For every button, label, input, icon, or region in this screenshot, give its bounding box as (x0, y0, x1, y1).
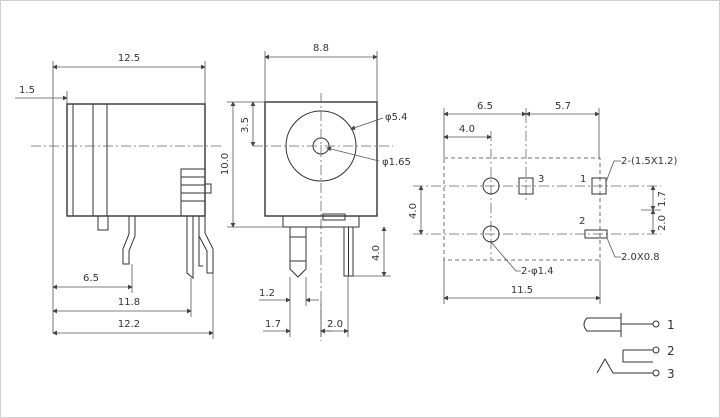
dim-top-width: 8.8 (313, 43, 329, 54)
side-pin-2 (186, 216, 194, 280)
dim-pin-pos: 6.5 (83, 273, 99, 284)
dim-pcb-d: 4.0 (408, 203, 419, 219)
dim-pin-len: 4.0 (371, 245, 382, 261)
pcb-slot-2-label: 2 (579, 216, 585, 227)
side-body (66, 103, 206, 217)
side-view: 12.5 1.5 6.5 11.8 12.2 (15, 53, 221, 339)
dim-pcb-a: 6.5 (477, 101, 493, 112)
dim-hole-outer: φ5.4 (385, 112, 408, 123)
dim-pcb-b: 5.7 (555, 101, 571, 112)
side-pin-3 (198, 216, 214, 274)
pcb-slot-2 (584, 229, 608, 239)
pcb-hole-top (482, 177, 500, 195)
dim-pin-pitch-b: 2.0 (327, 319, 343, 330)
dim-width-total: 12.5 (118, 53, 140, 64)
pcb-pad-1-label: 1 (580, 174, 586, 185)
dim-body-len: 11.8 (118, 297, 140, 308)
note-hole-size: 2-φ1.4 (521, 266, 553, 277)
dim-left-offset: 1.5 (19, 85, 35, 96)
legend-label-2: 2 (667, 344, 675, 358)
dim-overall: 12.2 (118, 319, 140, 330)
dim-top-offset: 3.5 (240, 117, 251, 133)
front-view: 8.8 10.0 3.5 φ5.4 φ1.65 4.0 1.2 1.7 2. (220, 43, 411, 341)
dim-height: 10.0 (220, 153, 231, 175)
side-flange (92, 103, 108, 217)
dim-hole-inner: φ1.65 (382, 157, 411, 168)
dim-pcb-total: 11.5 (511, 285, 533, 296)
legend-terminal-1 (652, 320, 660, 328)
side-bent-pin (122, 216, 136, 265)
legend-label-3: 3 (667, 367, 675, 381)
pcb-pad-3 (518, 177, 534, 195)
side-pin-stub (97, 215, 109, 231)
note-slot-size: 2.0X0.8 (621, 252, 660, 263)
legend-terminal-3 (652, 369, 660, 377)
note-pad-size: 2-(1.5X1.2) (621, 156, 678, 167)
pcb-outline (443, 157, 601, 261)
dim-pcb-c: 4.0 (459, 124, 475, 135)
dim-pcb-e: 2.0 (657, 215, 668, 231)
dim-pin-pitch-a: 1.7 (265, 319, 281, 330)
dim-pcb-f: 1.7 (657, 191, 668, 207)
dim-pin-width: 1.2 (259, 288, 275, 299)
front-pin-1 (289, 227, 307, 278)
legend-pin-1-icon (583, 317, 622, 332)
pin-legend: 1 2 3 (583, 313, 675, 381)
legend-label-1: 1 (667, 318, 675, 332)
legend-switch-icon (596, 357, 653, 374)
legend-terminal-2 (652, 346, 660, 354)
pcb-layout: 3 1 2 6.5 5.7 4.0 4.0 1.7 2.0 11.5 2-(1.… (408, 101, 678, 304)
pcb-pad-3-label: 3 (538, 174, 544, 185)
pcb-pad-1 (591, 177, 607, 195)
